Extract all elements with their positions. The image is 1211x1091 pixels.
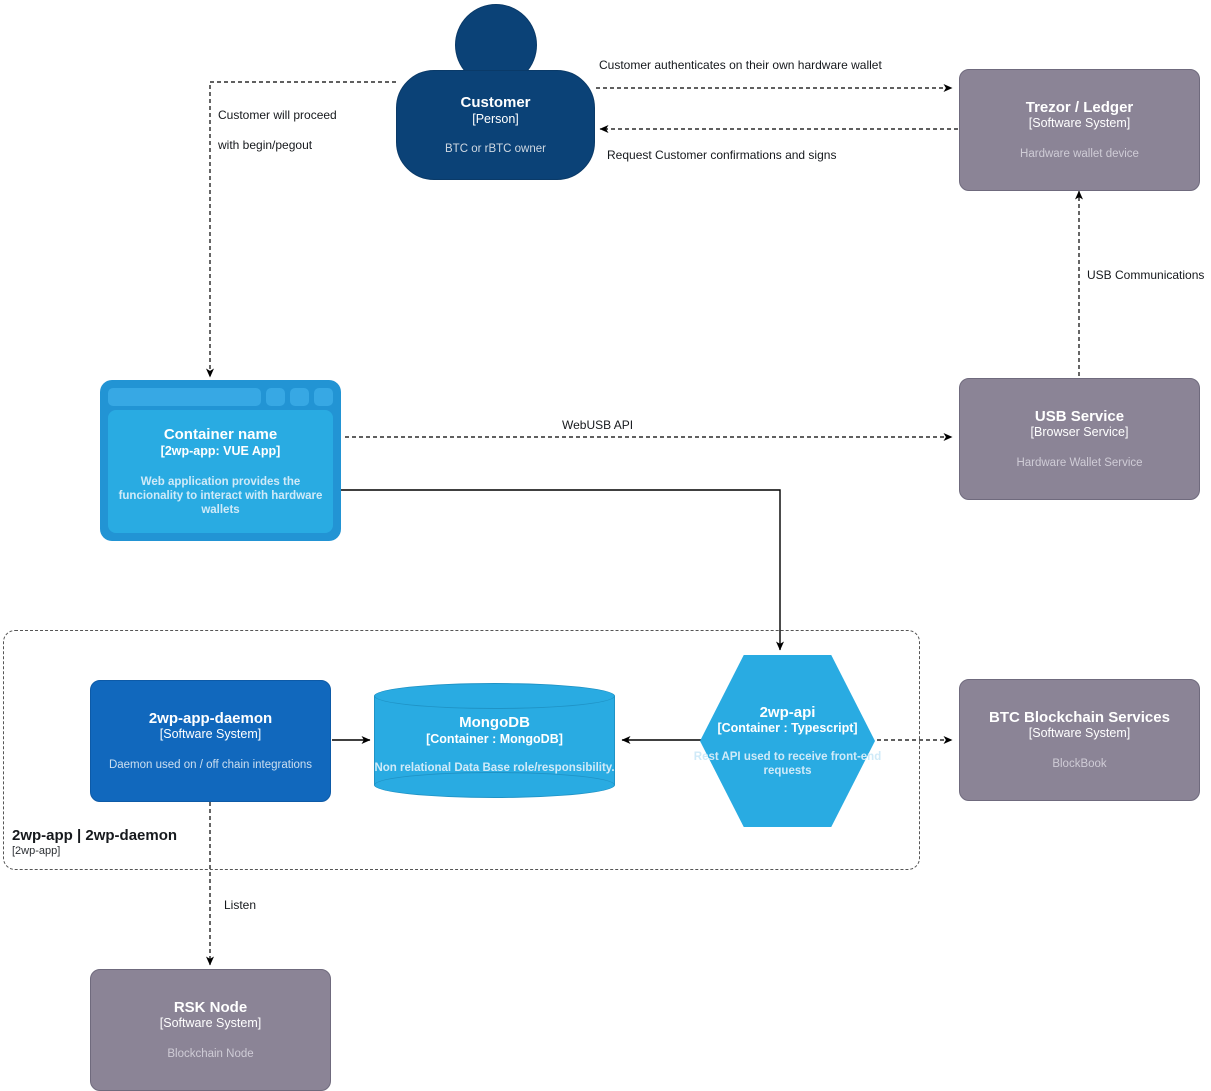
api-desc: Rest API used to receive front-end reque… [693,751,882,778]
browser-button-1-icon[interactable] [266,388,285,406]
browser-chrome [108,388,333,406]
boundary-name: 2wp-app | 2wp-daemon [12,827,178,844]
usb-service-name: USB Service [1034,407,1125,425]
customer-desc: BTC or rBTC owner [445,142,546,155]
edge-label-customer-to-vue-app-line1: Customer will proceed [218,108,337,122]
mongodb-name: MongoDB [459,714,530,732]
node-customer[interactable]: Customer [Person] BTC or rBTC owner [396,70,595,180]
edge-label-customer-to-vue-app-line2: with begin/pegout [218,138,313,152]
browser-address-bar[interactable] [108,388,261,406]
edge-label-daemon-to-rsk-node: Listen [224,898,257,912]
browser-screen: Container name [2wp-app: VUE App] Web ap… [108,410,333,533]
vue-app-tech: [2wp-app: VUE App] [160,443,281,458]
api-name: 2wp-api [759,703,816,721]
node-rsk-node[interactable]: RSK Node [Software System] Blockchain No… [90,969,331,1091]
edge-vue-app-to-api [341,489,784,651]
hexagon-shape [700,655,875,827]
trezor-ledger-tech: [Software System] [1028,116,1131,131]
edge-label-customer-to-trezor: Customer authenticates on their own hard… [599,58,882,72]
mongodb-cylinder-bottom [374,772,615,798]
boundary-tech: [2wp-app] [12,845,61,857]
usb-service-tech: [Browser Service] [1030,425,1129,440]
node-vue-app[interactable]: Container name [2wp-app: VUE App] Web ap… [100,380,341,541]
daemon-tech: [Software System] [159,727,262,742]
customer-name: Customer [460,94,531,112]
edge-label-vue-app-to-usb-service: WebUSB API [562,418,634,432]
trezor-ledger-name: Trezor / Ledger [1025,98,1134,116]
mongodb-desc: Non relational Data Base role/responsibi… [374,761,615,774]
vue-app-name: Container name [163,426,278,444]
node-mongodb[interactable]: MongoDB [Container : MongoDB] Non relati… [374,683,615,798]
btc-blockchain-name: BTC Blockchain Services [989,708,1170,726]
trezor-ledger-desc: Hardware wallet device [1020,148,1139,161]
daemon-desc: Daemon used on / off chain integrations [108,759,313,772]
edge-label-usb-service-to-trezor: USB Communications [1087,268,1205,282]
mongodb-text: MongoDB [Container : MongoDB] Non relati… [374,701,615,788]
rsk-node-name: RSK Node [173,998,248,1016]
node-trezor-ledger[interactable]: Trezor / Ledger [Software System] Hardwa… [959,69,1200,191]
mongodb-cylinder-body [374,696,615,785]
boundary-2wp-app [3,630,920,870]
daemon-name: 2wp-app-daemon [148,709,273,727]
browser-button-3-icon[interactable] [314,388,333,406]
rsk-node-tech: [Software System] [159,1016,262,1031]
mongodb-tech: [Container : MongoDB] [426,731,563,746]
rsk-node-desc: Blockchain Node [167,1048,254,1061]
edge-customer-to-vue-app [206,81,396,378]
node-2wp-api[interactable]: 2wp-api [Container : Typescript] Rest AP… [694,655,881,827]
browser-button-2-icon[interactable] [290,388,309,406]
mongodb-cylinder-top [374,683,615,709]
node-usb-service[interactable]: USB Service [Browser Service] Hardware W… [959,378,1200,500]
vue-app-desc: Web application provides the funcionalit… [118,475,323,516]
node-btc-blockchain-services[interactable]: BTC Blockchain Services [Software System… [959,679,1200,801]
api-text: 2wp-api [Container : Typescript] Rest AP… [694,655,881,827]
usb-service-desc: Hardware Wallet Service [1016,457,1143,470]
node-2wp-app-daemon[interactable]: 2wp-app-daemon [Software System] Daemon … [90,680,331,802]
api-tech: [Container : Typescript] [717,721,858,736]
btc-blockchain-tech: [Software System] [1028,726,1131,741]
btc-blockchain-desc: BlockBook [1052,758,1107,771]
edge-label-trezor-to-customer: Request Customer confirmations and signs [607,148,837,162]
customer-tech: [Person] [472,111,519,126]
boundary-label: 2wp-app | 2wp-daemon [2wp-app] [12,827,177,858]
